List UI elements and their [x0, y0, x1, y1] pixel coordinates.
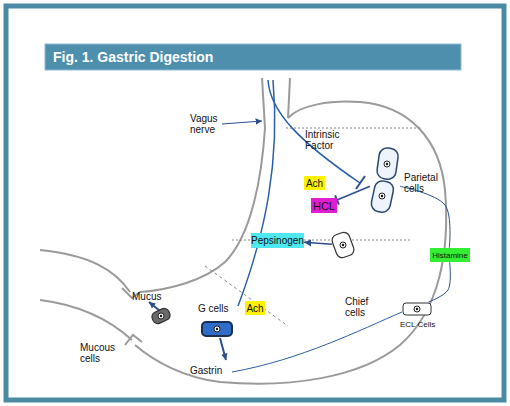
secretion-tag: HCL	[311, 198, 337, 213]
cell-label: ECL Cells	[400, 320, 450, 329]
inhibit-bar	[356, 176, 365, 189]
nucleus-dot	[216, 328, 218, 330]
title-bar	[45, 44, 461, 70]
nucleus-dot	[381, 195, 383, 197]
cell-shape	[332, 230, 354, 260]
chief-cell: Chief cells	[332, 230, 354, 260]
signal-connector	[304, 242, 332, 244]
secretion-arrow	[220, 338, 226, 360]
lesser-curvature	[140, 128, 265, 292]
cell-shape	[402, 302, 432, 316]
cell-nucleus	[379, 193, 385, 199]
tag-text: Ach	[245, 301, 265, 315]
hormone-tag: Histamine	[430, 248, 470, 262]
tag-text: Pepsinogen	[251, 233, 304, 248]
cell-label: Parietal cells	[404, 172, 446, 194]
ecl-cell: ECL Cells	[402, 302, 432, 316]
mucous-cell: Mucous cells	[150, 308, 172, 324]
cell-body	[376, 147, 399, 180]
outer-frame	[6, 6, 504, 400]
cell-label: G cells	[198, 303, 242, 314]
cell-nucleus	[414, 306, 420, 312]
cell-shape	[150, 308, 172, 324]
duodenum-wall	[40, 250, 130, 292]
region-divider	[286, 128, 422, 129]
cell-label: Mucous cells	[80, 342, 122, 364]
cell-nucleus	[158, 313, 164, 319]
tag-text: Histamine	[430, 248, 470, 262]
cell-body	[150, 307, 171, 325]
secretion-tag: Pepsinogen	[251, 233, 304, 248]
cell-body	[403, 303, 431, 315]
signal-connector	[400, 186, 450, 248]
secretion-label: Intrinsic Factor	[305, 129, 351, 151]
cell-nucleus	[384, 161, 390, 167]
esophagus-wall	[262, 78, 265, 128]
cell-shape	[370, 146, 400, 214]
hormone-label: Gastrin	[190, 365, 240, 376]
tag-text: Ach	[304, 176, 325, 190]
cell-body	[330, 231, 355, 260]
duodenum-wall	[40, 300, 132, 340]
nucleus-dot	[342, 244, 344, 246]
signal-connector	[428, 262, 450, 302]
leader-arrow	[222, 121, 262, 124]
cell-nucleus	[340, 242, 346, 248]
g-cell: G cells	[200, 320, 234, 338]
nucleus-dot	[160, 315, 162, 317]
figure-title: Fig. 1. Gastric Digestion	[53, 49, 213, 65]
cell-nucleus	[214, 326, 220, 332]
cell-body	[370, 179, 395, 213]
secretion-label: Mucus	[132, 291, 176, 302]
nucleus-dot	[416, 308, 418, 310]
region-divider	[205, 266, 288, 326]
neurotransmitter-tag: Ach	[304, 176, 325, 190]
esophagus-wall	[288, 78, 290, 118]
gastrin-pathway	[232, 312, 402, 372]
nucleus-dot	[386, 163, 388, 165]
vagus-branch	[238, 80, 275, 306]
nerve-label: Vagus nerve	[190, 113, 228, 135]
tag-text: HCL	[311, 198, 337, 213]
parietal-cell: Parietal cells	[370, 146, 400, 214]
secretion-arrow	[149, 302, 160, 311]
cell-label: Chief cells	[345, 296, 377, 318]
neurotransmitter-tag: Ach	[245, 301, 265, 315]
signal-connector	[337, 186, 370, 200]
cell-shape	[200, 320, 234, 338]
greater-curvature	[135, 102, 446, 384]
vagus-branch	[268, 80, 360, 183]
cell-body	[202, 322, 232, 336]
